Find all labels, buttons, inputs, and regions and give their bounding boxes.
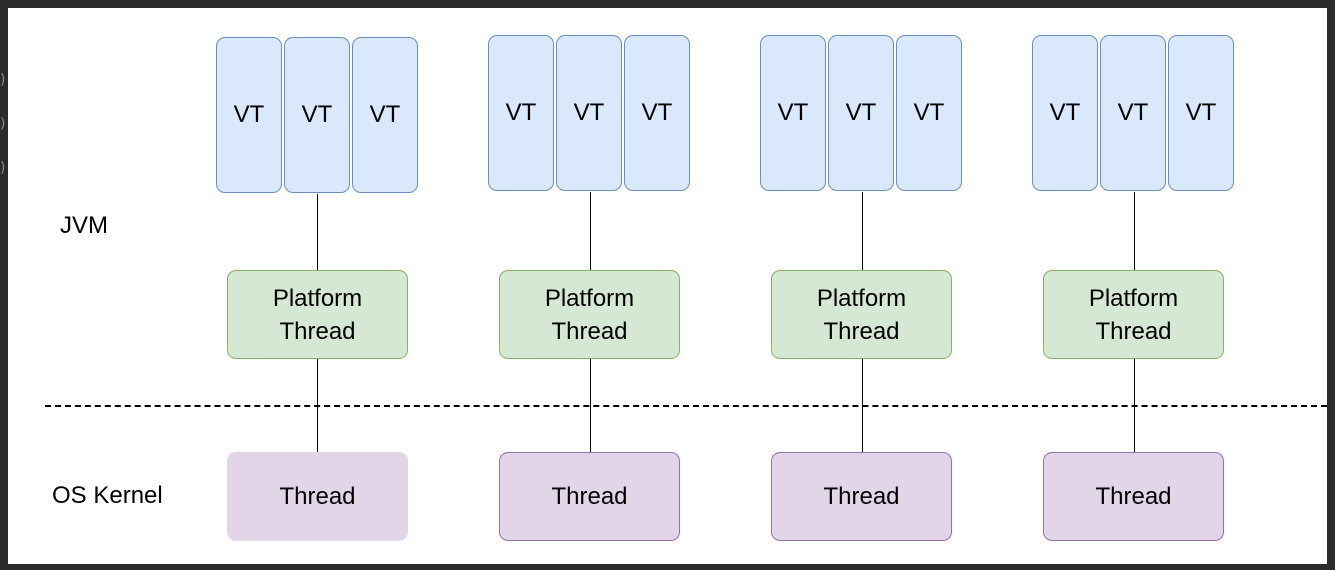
platform-thread-label-line2: Thread bbox=[279, 317, 356, 345]
platform-thread-label-line2: Thread bbox=[1095, 317, 1172, 345]
platform-thread-label-line1: Platform bbox=[272, 284, 363, 312]
connector-line bbox=[317, 194, 318, 270]
virtual-thread-box: VT bbox=[896, 35, 962, 191]
virtual-thread-box: VT bbox=[1168, 35, 1234, 191]
virtual-thread-box: VT bbox=[216, 37, 282, 193]
connector-line bbox=[590, 192, 591, 270]
os-thread-box: Thread bbox=[499, 452, 680, 541]
jvm-label: JVM bbox=[60, 212, 108, 239]
virtual-thread-box: VT bbox=[488, 35, 554, 191]
jvm-os-separator bbox=[45, 405, 1327, 407]
connector-line bbox=[1134, 192, 1135, 270]
os-kernel-label: OS Kernel bbox=[52, 482, 163, 509]
os-thread-box: Thread bbox=[1043, 452, 1224, 541]
virtual-thread-box: VT bbox=[1100, 35, 1166, 191]
virtual-thread-box: VT bbox=[556, 35, 622, 191]
platform-thread-label-line1: Platform bbox=[1088, 284, 1179, 312]
platform-thread-label-line2: Thread bbox=[551, 317, 628, 345]
virtual-thread-box: VT bbox=[760, 35, 826, 191]
connector-line bbox=[862, 192, 863, 270]
background-bleed-marks: ))) bbox=[0, 72, 6, 176]
platform-thread-label-line2: Thread bbox=[823, 317, 900, 345]
virtual-thread-box: VT bbox=[624, 35, 690, 191]
virtual-thread-box: VT bbox=[1032, 35, 1098, 191]
platform-thread-label-line1: Platform bbox=[544, 284, 635, 312]
os-thread-box: Thread bbox=[771, 452, 952, 541]
platform-thread-label-line1: Platform bbox=[816, 284, 907, 312]
virtual-thread-box: VT bbox=[352, 37, 418, 193]
virtual-thread-box: VT bbox=[284, 37, 350, 193]
virtual-thread-box: VT bbox=[828, 35, 894, 191]
os-thread-box: Thread bbox=[227, 452, 408, 541]
